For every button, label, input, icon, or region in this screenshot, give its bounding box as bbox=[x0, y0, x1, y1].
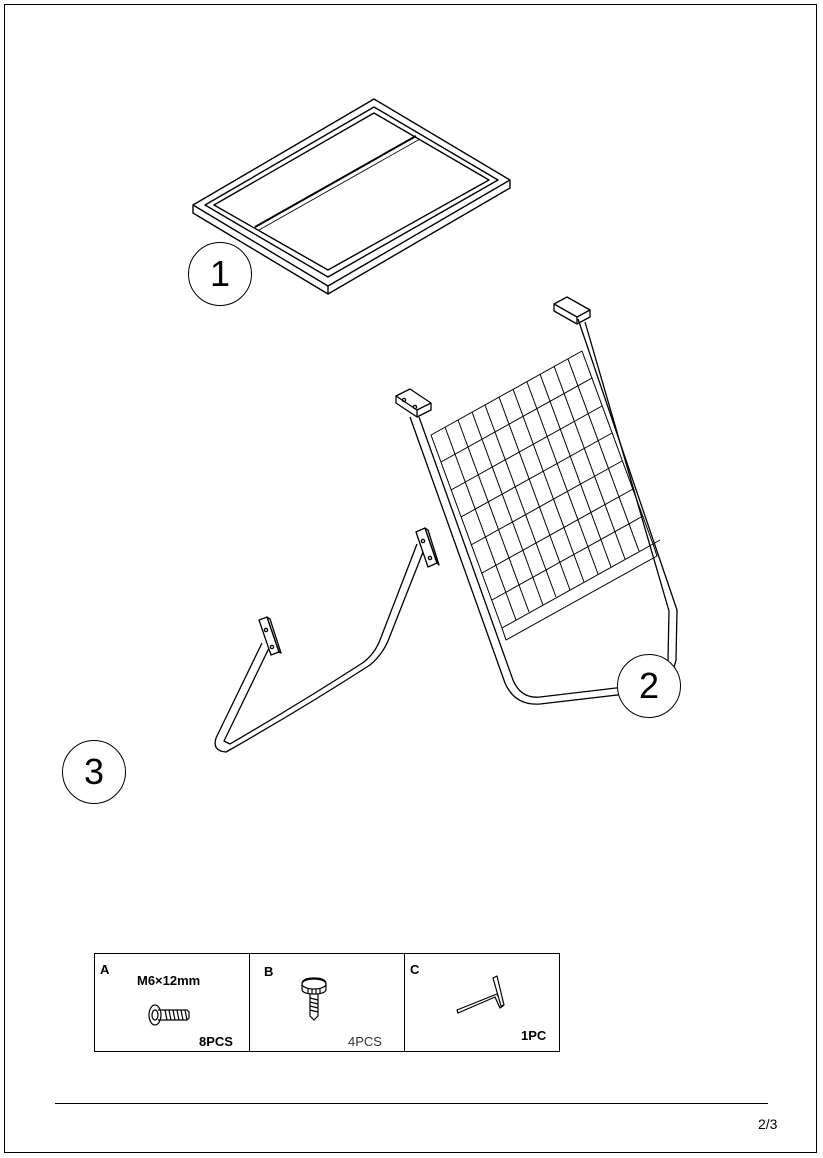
hardware-quantity: 1PC bbox=[521, 1028, 547, 1043]
part-callout-3: 3 bbox=[62, 740, 126, 804]
hardware-cell-b: B 4PCS bbox=[249, 953, 405, 1052]
hardware-letter: A bbox=[100, 962, 110, 977]
footer-divider bbox=[55, 1103, 768, 1104]
bolt-icon bbox=[148, 1004, 190, 1026]
basket-frame-part bbox=[395, 296, 678, 705]
allen-key-icon bbox=[456, 975, 505, 1014]
hardware-letter: C bbox=[410, 962, 420, 977]
knob-screw-icon bbox=[301, 977, 327, 1021]
leg-part bbox=[214, 527, 440, 753]
hardware-letter: B bbox=[264, 964, 274, 979]
hardware-quantity: 8PCS bbox=[199, 1034, 233, 1049]
wire-basket bbox=[430, 350, 661, 641]
page-frame bbox=[4, 4, 817, 1153]
hardware-quantity: 4PCS bbox=[348, 1034, 382, 1049]
hardware-list: A M6×12mm 8PCS B 4PCS C bbox=[94, 953, 560, 1052]
part-callout-2: 2 bbox=[617, 654, 681, 718]
hardware-cell-a: A M6×12mm 8PCS bbox=[94, 953, 250, 1052]
hardware-cell-c: C 1PC bbox=[404, 953, 560, 1052]
tabletop-part bbox=[192, 98, 511, 295]
hardware-size: M6×12mm bbox=[137, 973, 201, 988]
part-callout-1: 1 bbox=[188, 242, 252, 306]
page-number: 2/3 bbox=[758, 1116, 778, 1132]
